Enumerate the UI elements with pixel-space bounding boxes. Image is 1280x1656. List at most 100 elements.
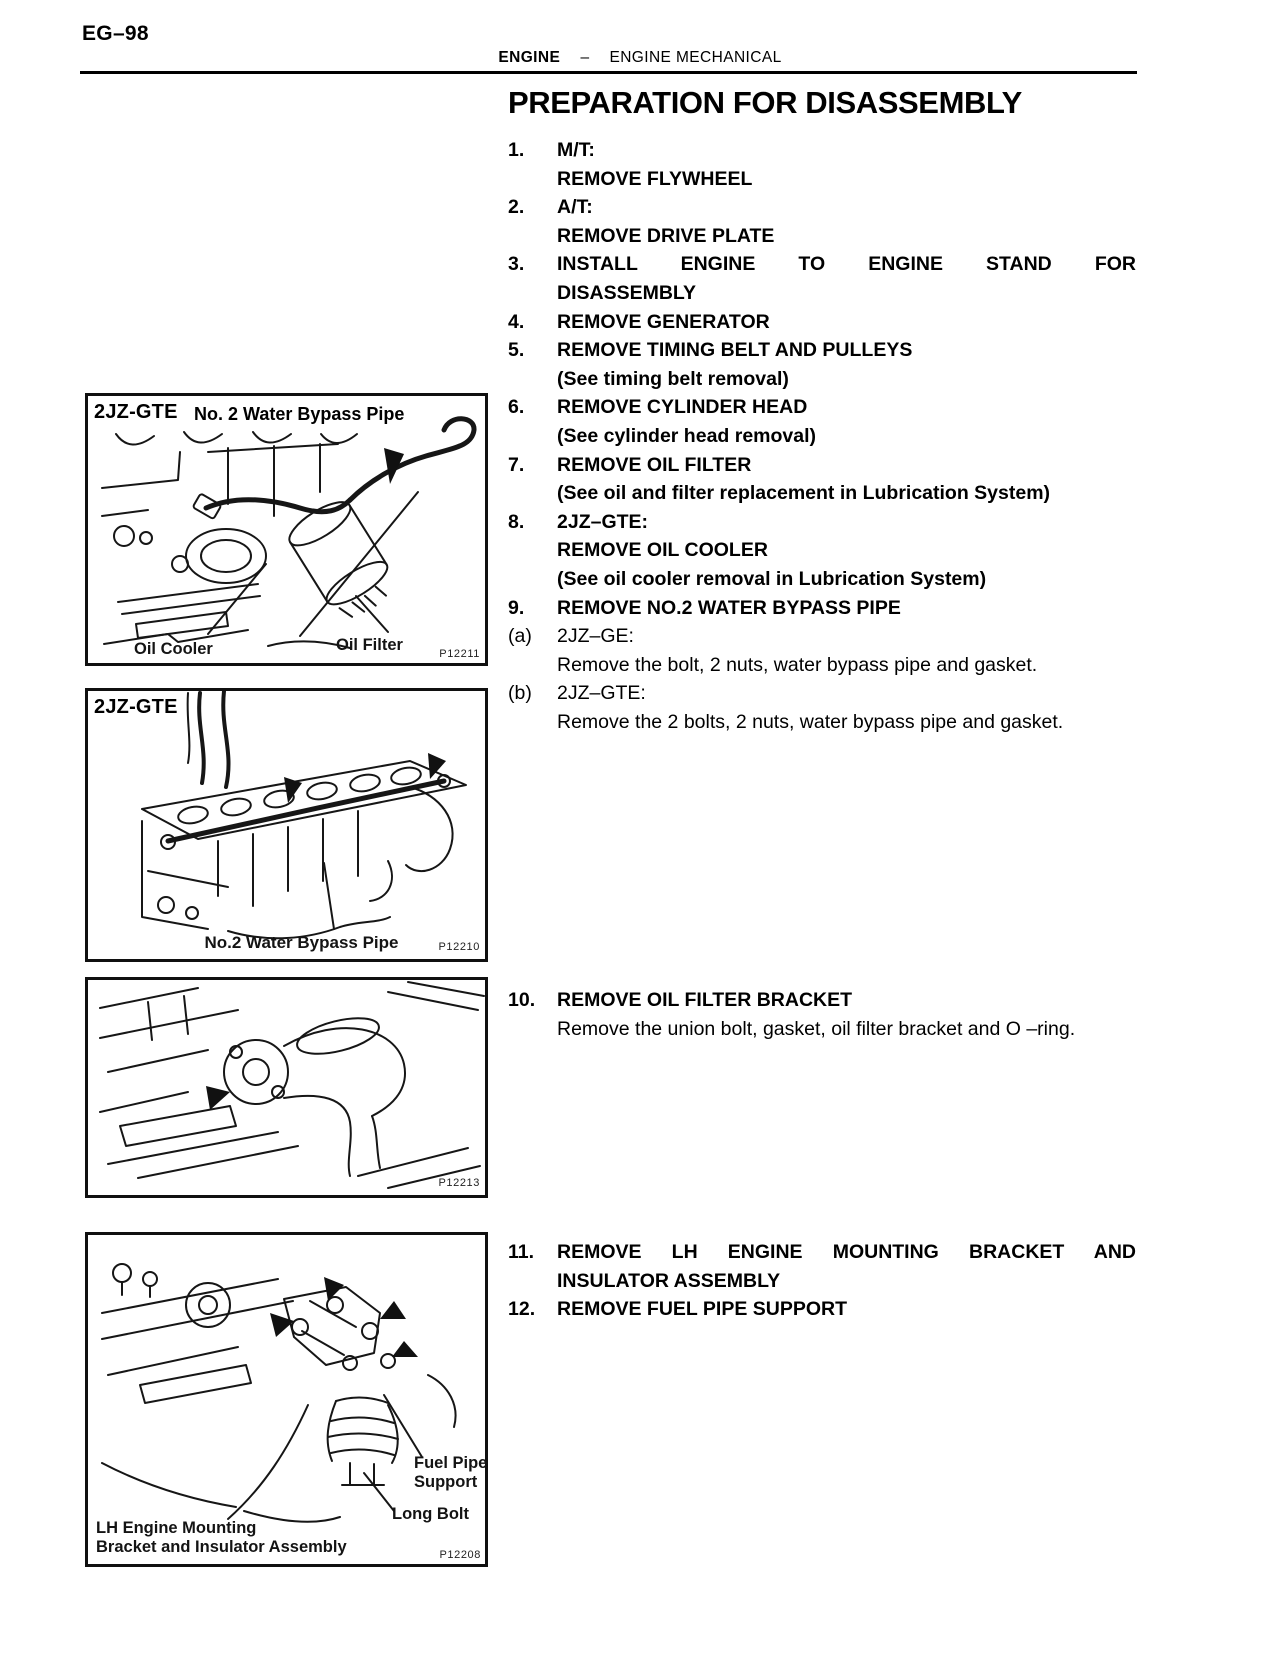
step-number: 5. [508,339,525,362]
label-oil-filter: Oil Filter [336,636,403,654]
substep-text: Remove the bolt, 2 nuts, water bypass pi… [557,653,1038,676]
figure-model-label: 2JZ-GTE [94,401,178,423]
substep-row: Remove the 2 bolts, 2 nuts, water bypass… [508,708,1136,737]
step-list-middle: 10. REMOVE OIL FILTER BRACKET Remove the … [508,986,1136,1043]
step-text: Remove the union bolt, gasket, oil filte… [557,1017,1076,1040]
step-row: (See oil cooler removal in Lubrication S… [508,565,1136,594]
step-number: 2. [508,196,525,219]
step-row: (See cylinder head removal) [508,422,1136,451]
step-text: (See cylinder head removal) [557,424,817,447]
step-row: 8.2JZ–GTE: [508,508,1136,537]
step-text: (See oil cooler removal in Lubrication S… [557,567,987,590]
engine-illustration [101,416,477,649]
step-number: 10. [508,989,536,1011]
step-row: REMOVE OIL COOLER [508,536,1136,565]
step-number: 12. [508,1298,536,1321]
header-subsection: ENGINE MECHANICAL [609,49,782,66]
figure-heading: No. 2 Water Bypass Pipe [194,404,405,424]
step-row: 6. REMOVE CYLINDER HEAD [508,393,1136,422]
header-separator: – [580,49,590,66]
step-number: 3. [508,253,525,276]
step-row: (See oil and filter replacement in Lubri… [508,479,1136,508]
step-text: M/T: [557,139,595,161]
step-row: (See timing belt removal) [508,365,1136,394]
step-row: REMOVE FLYWHEEL [508,165,1136,194]
substep-text: 2JZ–GE: [557,625,634,648]
step-text: REMOVE NO.2 WATER BYPASS PIPE [557,596,901,619]
engine-illustration [141,691,467,940]
header-rule [80,71,1137,74]
step-text: REMOVE LH ENGINE MOUNTING BRACKET AND [557,1241,1136,1263]
figure-water-bypass-gte: 2JZ-GTE No. 2 Water Bypass Pipe Oil Cool… [85,393,488,666]
figure-code: P12211 [439,648,480,660]
page-title: PREPARATION FOR DISASSEMBLY [508,85,1022,120]
step-text: REMOVE OIL COOLER [557,539,768,562]
running-header: ENGINE – ENGINE MECHANICAL [0,49,1280,67]
label-water-bypass-pipe: No.2 Water Bypass Pipe [204,933,399,952]
step-text: REMOVE GENERATOR [557,310,770,333]
step-text: REMOVE DRIVE PLATE [557,224,775,247]
step-text: INSULATOR ASSEMBLY [557,1269,781,1292]
callout-arrow [384,448,404,484]
step-row: REMOVE DRIVE PLATE [508,222,1136,251]
step-number: 8. [508,510,525,533]
step-row: 9. REMOVE NO.2 WATER BYPASS PIPE [508,594,1136,623]
step-number: 9. [508,596,525,619]
step-number: 4. [508,310,525,333]
callout-arrow [284,777,302,803]
step-row: 11. REMOVE LH ENGINE MOUNTING BRACKET AND [508,1238,1136,1267]
step-row: 7.REMOVE OIL FILTER [508,451,1136,480]
step-row: 3. INSTALL ENGINE TO ENGINE STAND FOR [508,250,1136,279]
header-section: ENGINE [498,49,561,66]
step-text: REMOVE TIMING BELT AND PULLEYS [557,339,913,362]
step-number: 11. [508,1241,535,1263]
step-text: A/T: [557,196,593,219]
step-text: REMOVE OIL FILTER BRACKET [557,989,853,1011]
step-text: REMOVE FUEL PIPE SUPPORT [557,1298,848,1321]
figure-engine-mounting-bracket: Fuel Pipe Support Long Bolt LH Engine Mo… [85,1232,488,1567]
step-row: 4. REMOVE GENERATOR [508,308,1136,337]
callout-arrow [270,1313,294,1337]
step-row: 10. REMOVE OIL FILTER BRACKET [508,986,1136,1015]
callout-arrow [428,753,446,779]
substep-row: Remove the bolt, 2 nuts, water bypass pi… [508,651,1136,680]
callout-arrow [206,1086,230,1110]
substep-letter: (a) [508,625,532,648]
step-row: 1.M/T: [508,136,1136,165]
callout-arrow [380,1301,406,1319]
step-row: 2. A/T: [508,193,1136,222]
figure-code: P12210 [438,941,480,953]
step-text: REMOVE OIL FILTER [557,453,752,476]
step-list-upper: 1.M/T: REMOVE FLYWHEEL 2. A/T: REMOVE DRI… [508,136,1136,736]
label-long-bolt: Long Bolt [392,1505,469,1523]
step-row: Remove the union bolt, gasket, oil filte… [508,1015,1136,1044]
callout-arrow [392,1341,418,1357]
figure-code: P12213 [438,1177,480,1189]
step-number: 6. [508,396,525,419]
step-row: INSULATOR ASSEMBLY [508,1267,1136,1296]
substep-row: (b) 2JZ–GTE: [508,679,1136,708]
step-row: 12. REMOVE FUEL PIPE SUPPORT [508,1295,1136,1324]
figure-oil-filter-bracket: P12213 [85,977,488,1198]
page-number: EG–98 [82,22,149,45]
substep-text: 2JZ–GTE: [557,682,646,705]
step-text: REMOVE FLYWHEEL [557,167,753,190]
substep-row: (a) 2JZ–GE: [508,622,1136,651]
step-row: DISASSEMBLY [508,279,1136,308]
step-text: DISASSEMBLY [557,281,697,304]
substep-letter: (b) [508,682,532,705]
figure-code: P12208 [439,1549,481,1561]
substep-text: Remove the 2 bolts, 2 nuts, water bypass… [557,710,1064,733]
step-list-lower: 11. REMOVE LH ENGINE MOUNTING BRACKET AND… [508,1238,1136,1324]
step-row: 5. REMOVE TIMING BELT AND PULLEYS [508,336,1136,365]
figure-water-bypass-pipe: 2JZ-GTE No.2 Water Bypass Pipe P12210 [85,688,488,962]
step-text: INSTALL ENGINE TO ENGINE STAND FOR [557,253,1136,276]
step-text: REMOVE CYLINDER HEAD [557,396,808,419]
engine-illustration [101,1263,457,1523]
label-fuel-pipe-support: Fuel Pipe Support [414,1454,488,1491]
callout-arrow [324,1277,344,1301]
figure-model-label: 2JZ-GTE [94,696,178,718]
label-oil-cooler: Oil Cooler [134,640,213,658]
engine-illustration [99,981,485,1189]
